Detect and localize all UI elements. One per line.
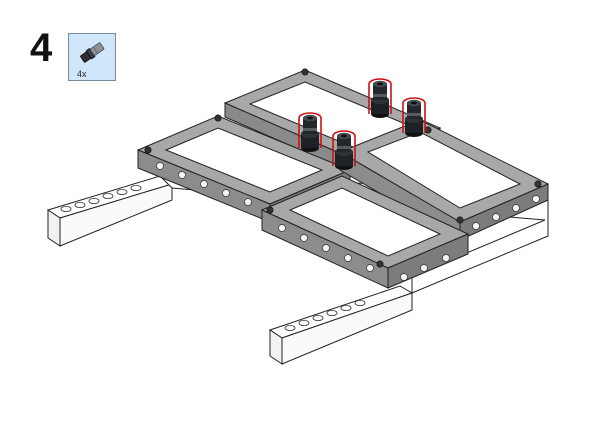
frame-front — [260, 175, 470, 289]
frame-right — [338, 119, 550, 241]
connector-peg-1 — [368, 78, 392, 119]
white-beam-left — [46, 175, 174, 247]
step-number: 4 — [30, 26, 53, 70]
white-beam-right — [268, 285, 414, 365]
corner-pins — [144, 68, 542, 268]
part-quantity: 4x — [77, 69, 87, 79]
connector-peg-2 — [402, 97, 426, 138]
parts-callout: 4x — [68, 33, 116, 81]
connector-peg-icon — [80, 42, 105, 63]
